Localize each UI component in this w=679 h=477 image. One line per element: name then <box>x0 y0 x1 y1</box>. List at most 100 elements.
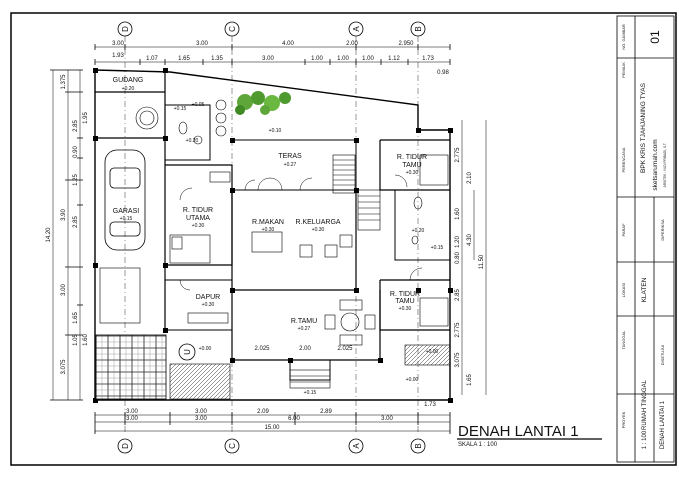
level-10: +0.00 <box>426 349 439 355</box>
garden-plants <box>235 91 291 115</box>
left-dimension-lines <box>50 69 83 401</box>
dim-top-small-2: 1.65 <box>178 56 190 62</box>
north-arrow-label: U <box>183 349 192 355</box>
furniture <box>135 99 449 346</box>
dim-top-small-9: 1.73 <box>422 56 434 62</box>
room-gudang: GUDANG <box>113 77 144 84</box>
dim-right-5: 2.85 <box>455 289 461 301</box>
right-dimension-lines <box>461 120 487 395</box>
room-teras: TERAS <box>278 153 302 160</box>
level-9: +0.15 <box>304 390 317 396</box>
drawing-scale: SKALA 1 : 100 <box>458 442 498 448</box>
level-rkeluarga: +0.30 <box>312 227 325 233</box>
tb-skala: 1 : 100 <box>642 430 648 449</box>
front-steps <box>289 369 331 389</box>
dim-right-7: 3.075 <box>455 352 461 368</box>
tb-lokasi-label: LOKASI <box>621 283 626 297</box>
grid-bubble-bottom-4: B <box>414 443 423 448</box>
dim-bottom-r2-1: 3.00 <box>195 416 207 422</box>
room-rtidur-tamu1-b: TAMU <box>402 162 421 169</box>
dim-left-total: 14.20 <box>46 227 52 243</box>
grid-bubble-top-3: A <box>352 26 361 32</box>
dim-top-2: 4.00 <box>282 41 294 47</box>
garage-ramp <box>99 267 141 324</box>
dim-top-1: 3.00 <box>196 41 208 47</box>
tb-pemilik: BPK KRIS TJAHJANING TYAS <box>640 82 647 173</box>
room-rtidur-tamu2-b: TAMU <box>395 298 414 305</box>
dim-bottom-right: 1.73 <box>424 402 436 408</box>
dim-left-i-2: 1.25 <box>73 174 79 186</box>
tb-judul: DENAH LANTAI 1 <box>660 400 666 449</box>
dim-right-4: 0.80 <box>455 252 461 264</box>
level-5: +0.20 <box>412 228 425 234</box>
room-rtidur-tamu2-a: R. TIDUR <box>390 291 420 298</box>
dim-bottom-r1-3: 2.89 <box>320 409 332 415</box>
tb-arsitek: ARSITEK : YUDI PRIBADI, S.T. <box>663 143 667 188</box>
tb-lokasi: KLATEN <box>641 277 648 302</box>
grid-bubble-bottom-3: A <box>352 443 361 449</box>
room-rmakan: R.MAKAN <box>252 219 284 226</box>
tb-no-gambar-label: NO. GAMBAR <box>621 24 626 50</box>
room-rtamu: R.TAMU <box>291 318 317 325</box>
dim-top-small-4: 3.00 <box>262 56 274 62</box>
dim-top-small-3: 1.35 <box>211 56 223 62</box>
room-rtidur-tamu1-a: R. TIDUR <box>397 154 427 161</box>
level-teras: +0.27 <box>284 162 297 168</box>
room-garasi: GARASI <box>113 208 140 215</box>
garden-hatch-right <box>404 344 451 366</box>
dim-left-i-0: 2.85 <box>73 120 79 132</box>
tb-diperiksa-label: DIPERIKSA <box>660 219 665 241</box>
car-outline <box>104 149 146 251</box>
dim-right-0: 2.775 <box>455 147 461 163</box>
grid-bubble-bottom-2: C <box>228 443 237 449</box>
dim-bottom-r1-1: 3.00 <box>195 409 207 415</box>
level-rtidur-tamu1: +0.30 <box>406 170 419 176</box>
dim-bottom-r1-2: 2.09 <box>257 409 269 415</box>
dim-left-o-2: 3.00 <box>61 284 67 296</box>
tb-pemilik-label: PEMILIK <box>621 62 626 78</box>
tb-paraf-label: PARAF <box>621 223 626 237</box>
room-rtidur-utama-a: R. TIDUR <box>183 207 213 214</box>
dim-bottom-r2-0: 3.00 <box>126 416 138 422</box>
room-rtidur-utama-b: UTAMA <box>186 215 210 222</box>
level-1: +0.15 <box>174 106 187 112</box>
dim-bottom-total: 15.00 <box>264 425 280 431</box>
dim-top-0: 3.00 <box>112 41 124 47</box>
tb-proyek: RUMAH TINGGAL <box>642 379 648 430</box>
tb-disetujui-label: DISETUJUI <box>660 345 665 366</box>
dim-bottom-r1-0: 3.00 <box>126 409 138 415</box>
dim-left-i2-0: 1.95 <box>83 112 89 124</box>
staircase <box>332 154 381 231</box>
dim-left-i-4: 1.65 <box>73 312 79 324</box>
dim-terrace-0: 2.025 <box>254 346 270 352</box>
level-rtidur-tamu2: +0.30 <box>399 306 412 312</box>
level-garasi: +0.15 <box>120 216 133 222</box>
dim-top-small-1: 1.07 <box>146 56 158 62</box>
north-arrow: U <box>178 343 196 361</box>
dim-terrace-2: 2.025 <box>337 346 353 352</box>
level-rmakan: +0.30 <box>262 227 275 233</box>
dim-top-small-0: 1.93 <box>112 53 124 59</box>
dim-right-outer-0: 4.30 <box>467 234 473 246</box>
level-4: +0.10 <box>269 128 282 134</box>
dim-bottom-r2-3: 3.00 <box>381 416 393 422</box>
dim-right-6: 2.775 <box>455 322 461 338</box>
tb-perencana-label: PERENCANA <box>621 147 626 172</box>
dim-left-i2-1: 1.60 <box>83 334 89 346</box>
garden-hatch <box>169 363 231 400</box>
structural-columns <box>93 68 453 403</box>
top-dimension-lines <box>94 44 451 65</box>
level-2: +0.05 <box>192 102 205 108</box>
dim-top-small-8: 1.12 <box>388 56 400 62</box>
grid-bubble-top-1: D <box>121 26 130 32</box>
dim-left-i-3: 2.85 <box>73 216 79 228</box>
level-gudang: +0.20 <box>122 86 135 92</box>
dim-top-small-6: 1.00 <box>337 56 349 62</box>
grid-bubble-bottom-1: D <box>121 443 130 449</box>
dim-top-small-7: 1.00 <box>362 56 374 62</box>
tb-proyek-label: PROYEK <box>621 411 626 428</box>
dim-left-i-5: 1.05 <box>73 334 79 346</box>
title-block <box>616 15 675 463</box>
